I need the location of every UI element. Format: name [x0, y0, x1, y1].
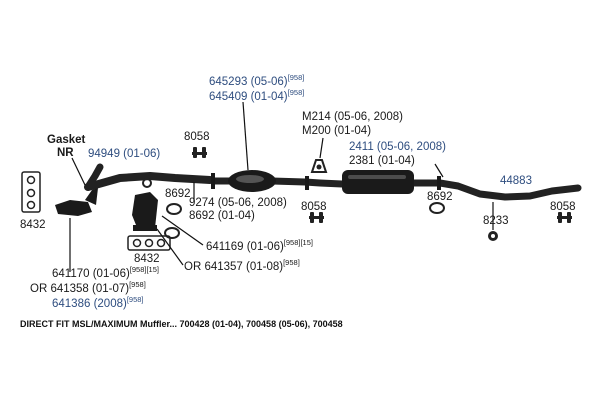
gasket-9274 [142, 178, 152, 188]
gasket-8692-rear [429, 202, 445, 214]
label-641386: 641386 (2008)[958] [52, 295, 144, 310]
exhaust-manifold-rear [132, 192, 158, 231]
clamp-front [211, 173, 215, 189]
gasket-8692-lower [164, 227, 180, 239]
label-8692-lower: 8692 (01-04) [189, 210, 255, 222]
label-8432-lower: 8432 [134, 253, 160, 265]
leader-gasket [71, 157, 86, 186]
front-pipe-bend [84, 163, 104, 191]
label-gasket: Gasket [47, 134, 86, 146]
footer-note: DIRECT FIT MSL/MAXIMUM Muffler... 700428… [20, 319, 343, 329]
hanger-8058-mid [309, 212, 324, 223]
label-8233: 8233 [483, 215, 509, 227]
label-nr: NR [57, 147, 74, 159]
hanger-8058-top [192, 147, 207, 158]
leader-m214 [319, 137, 324, 159]
clamp-mid [305, 176, 309, 190]
label-8432-left: 8432 [20, 219, 46, 231]
front-pipe [84, 172, 214, 191]
label-9274: 9274 (05-06, 2008) [189, 197, 287, 209]
label-8058-mid: 8058 [301, 201, 327, 213]
label-2411: 2411 (05-06, 2008) [349, 141, 446, 153]
label-645293: 645293 (05-06)[958] [209, 73, 304, 88]
gasket-8432-left [21, 171, 41, 213]
label-m214: M214 (05-06, 2008) [302, 111, 403, 123]
label-641358: OR 641358 (01-07)[958] [30, 280, 146, 295]
label-645409: 645409 (01-04)[958] [209, 88, 304, 103]
label-641170: 641170 (01-06)[958][15] [52, 265, 159, 280]
leader-muffler [434, 163, 444, 178]
leader-641357 [156, 228, 184, 266]
label-44883: 44883 [500, 175, 532, 187]
label-8692-front: 8692 [165, 188, 191, 200]
label-94949: 94949 (01-06) [88, 148, 160, 160]
label-8058-top: 8058 [184, 131, 210, 143]
label-641357: OR 641357 (01-08)[958] [184, 258, 300, 273]
tail-pipe [408, 179, 582, 201]
clamps [211, 173, 441, 190]
muffler [342, 170, 414, 194]
intermediate-pipe [268, 177, 346, 188]
exhaust-manifold-front [55, 188, 98, 216]
label-2381: 2381 (01-04) [349, 155, 415, 167]
leader-converter [242, 101, 249, 171]
hanger-8058-rear [557, 212, 572, 223]
hanger-bracket-m214 [310, 159, 328, 173]
catalytic-converter [228, 170, 276, 192]
hanger-8233 [488, 231, 498, 241]
label-8058-rear: 8058 [550, 201, 576, 213]
leader-641169 [161, 215, 204, 246]
gasket-8432-lower [127, 235, 171, 251]
leader-lines [69, 101, 494, 272]
gasket-8692-front [166, 203, 182, 215]
part-labels: 645293 (05-06)[958] 645409 (01-04)[958] … [20, 73, 576, 310]
clamp-rear [437, 176, 441, 190]
exhaust-pipes [84, 163, 582, 201]
label-8692-rear: 8692 [427, 191, 453, 203]
label-641169: 641169 (01-06)[958][15] [206, 238, 313, 253]
label-m200: M200 (01-04) [302, 125, 371, 137]
